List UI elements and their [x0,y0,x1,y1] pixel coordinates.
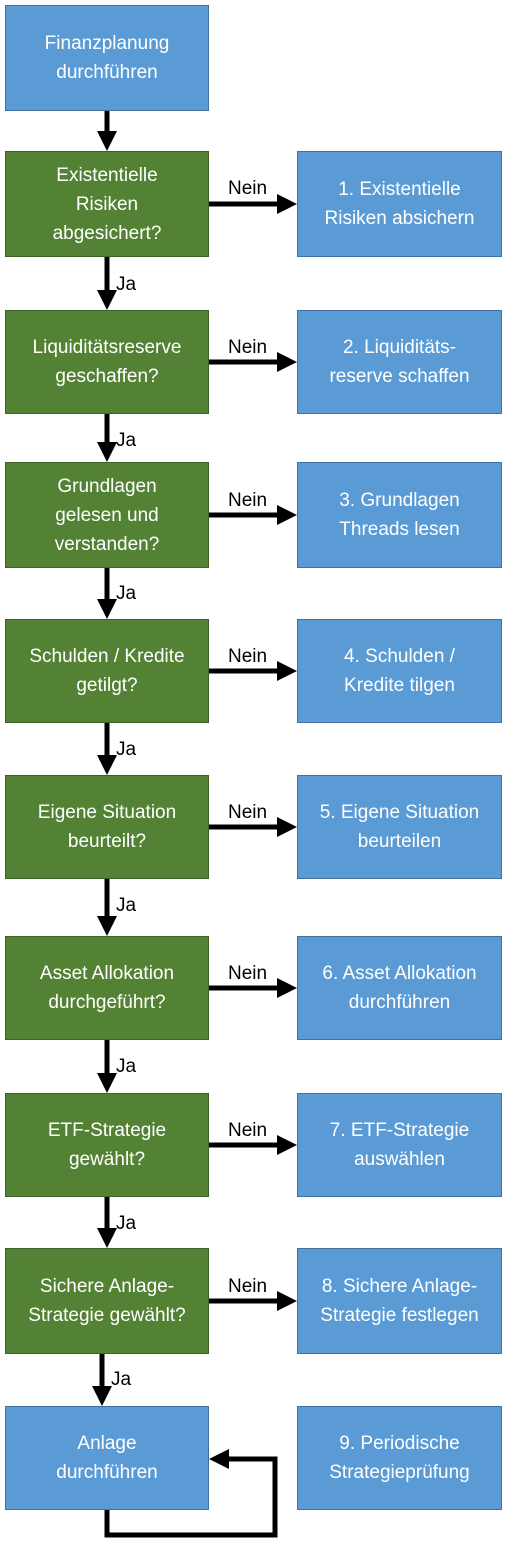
yes-label-5: Ja [116,895,137,916]
decision-box-3: Grundlagen gelesen und verstanden? [5,462,209,568]
yes-label-3: Ja [116,583,137,604]
action-box-3: 3. Grundlagen Threads lesen [297,462,502,568]
decision-box-7: ETF-Strategie gewählt? [5,1093,209,1197]
action-box-7: 7. ETF-Strategie auswählen [297,1093,502,1197]
yes-label-7: Ja [116,1213,137,1234]
loop-arrow [104,1449,278,1538]
decision-box-4: Schulden / Kredite getilgt? [5,619,209,723]
yes-label-6: Ja [116,1056,137,1077]
decision-box-6: Asset Allokation durchgeführt? [5,936,209,1040]
yes-label-8: Ja [111,1369,132,1390]
action-box-2: 2. Liquiditäts- reserve schaffen [297,310,502,414]
action-box-4: 4. Schulden / Kredite tilgen [297,619,502,723]
decision-box-8: Sichere Anlage- Strategie gewählt? [5,1248,209,1354]
action-box-6: 6. Asset Allokation durchführen [297,936,502,1040]
no-label-1: Nein [228,178,268,199]
final-box-left: Anlage durchführen [5,1406,209,1510]
action-box-8: 8. Sichere Anlage- Strategie festlegen [297,1248,502,1354]
no-label-3: Nein [228,490,268,511]
action-box-5: 5. Eigene Situation beurteilen [297,775,502,879]
decision-box-1: Existentielle Risiken abgesichert? [5,151,209,257]
start-box: Finanzplanung durchführen [5,5,209,111]
no-label-6: Nein [228,963,268,984]
action-box-1: 1. Existentielle Risiken absichern [297,151,502,257]
final-box-right: 9. Periodische Strategieprüfung [297,1406,502,1510]
yes-label-2: Ja [116,430,137,451]
no-label-5: Nein [228,802,268,823]
yes-label-1: Ja [116,274,137,295]
no-label-7: Nein [228,1120,268,1141]
no-label-4: Nein [228,646,268,667]
no-label-2: Nein [228,337,268,358]
no-label-8: Nein [228,1276,268,1297]
yes-label-4: Ja [116,739,137,760]
decision-box-5: Eigene Situation beurteilt? [5,775,209,879]
decision-box-2: Liquiditätsreserve geschaffen? [5,310,209,414]
